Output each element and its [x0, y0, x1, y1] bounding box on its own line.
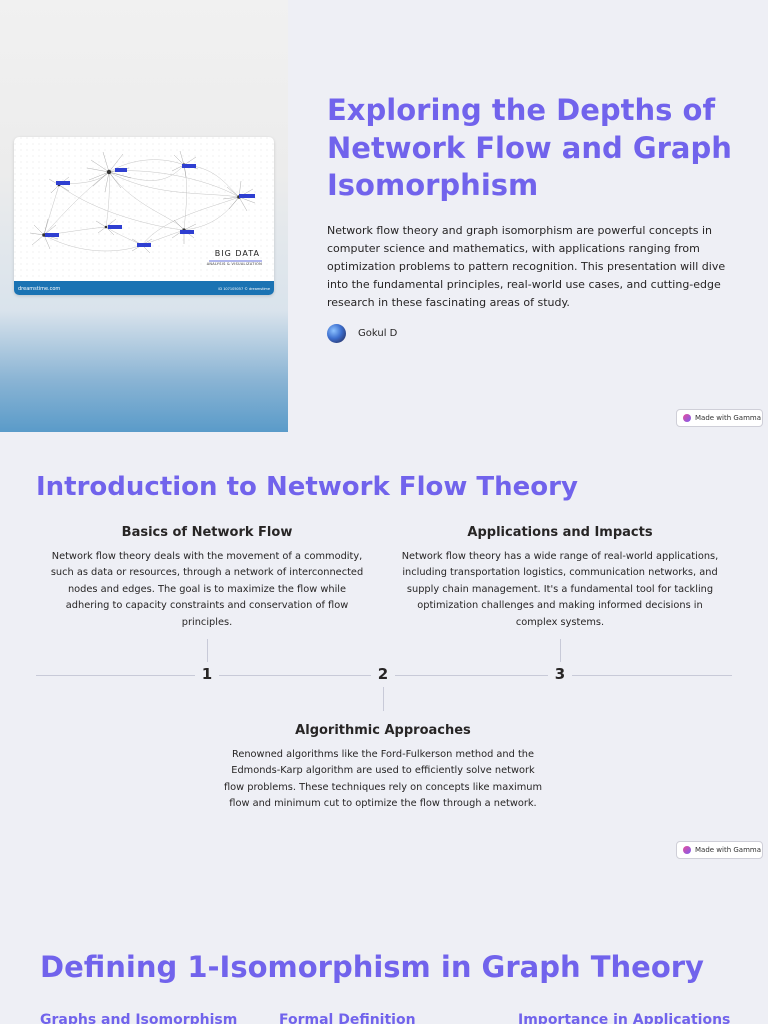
step-2-heading: Algorithmic Approaches [295, 723, 471, 738]
step-1-number: 1 [195, 662, 219, 686]
gamma-logo-icon [683, 846, 691, 854]
title-slide: BIG DATA ANALYSIS & VISUALIZATION dreams… [0, 0, 768, 432]
step-1-text: Network flow theory deals with the movem… [50, 551, 364, 628]
slide-title: Exploring the Depths of Network Flow and… [327, 93, 732, 202]
network-flow-intro-slide: Introduction to Network Flow Theory Basi… [0, 432, 768, 864]
avatar [327, 323, 346, 343]
author-name: Gokul D [358, 327, 398, 339]
timeline-connector [560, 639, 561, 663]
badge-label: Made with Gamma [695, 414, 762, 422]
image-watermark-left: dreamstime.com [18, 286, 61, 292]
slide-description: Network flow theory and graph isomorphis… [327, 224, 726, 309]
image-footer-bar [14, 281, 274, 295]
big-data-network-image: BIG DATA ANALYSIS & VISUALIZATION dreams… [14, 137, 274, 295]
author-row: Gokul D [327, 323, 397, 343]
isomorphism-definition-slide: Defining 1-Isomorphism in Graph Theory G… [0, 864, 768, 1024]
step-1-heading: Basics of Network Flow [121, 525, 293, 540]
gamma-logo-icon [683, 414, 691, 422]
network-graph-illustration [14, 137, 274, 295]
made-with-gamma-badge[interactable]: Made with Gamma [676, 841, 763, 859]
step-3-number: 3 [548, 662, 572, 686]
made-with-gamma-badge[interactable]: Made with Gamma [676, 409, 763, 427]
timeline-connector [383, 687, 384, 711]
step-3-text: Network flow theory has a wide range of … [401, 551, 719, 628]
image-caption: BIG DATA [214, 249, 260, 258]
timeline-connector [207, 639, 208, 663]
image-subcaption: ANALYSIS & VISUALIZATION [206, 262, 262, 266]
step-2-text: Renowned algorithms like the Ford-Fulker… [223, 749, 543, 810]
slide-title: Introduction to Network Flow Theory [36, 472, 578, 502]
hero-image-panel: BIG DATA ANALYSIS & VISUALIZATION dreams… [0, 0, 288, 432]
column-heading-importance: Importance in Applications [518, 1012, 731, 1024]
slide-title: Defining 1-Isomorphism in Graph Theory [40, 950, 704, 984]
step-3-heading: Applications and Impacts [467, 525, 653, 540]
column-heading-graphs: Graphs and Isomorphism [40, 1012, 238, 1024]
badge-label: Made with Gamma [695, 846, 762, 854]
image-watermark-right: ID 107105057 © dreamstime [218, 287, 270, 291]
column-heading-formal-definition: Formal Definition [279, 1012, 416, 1024]
step-2-number: 2 [371, 662, 395, 686]
